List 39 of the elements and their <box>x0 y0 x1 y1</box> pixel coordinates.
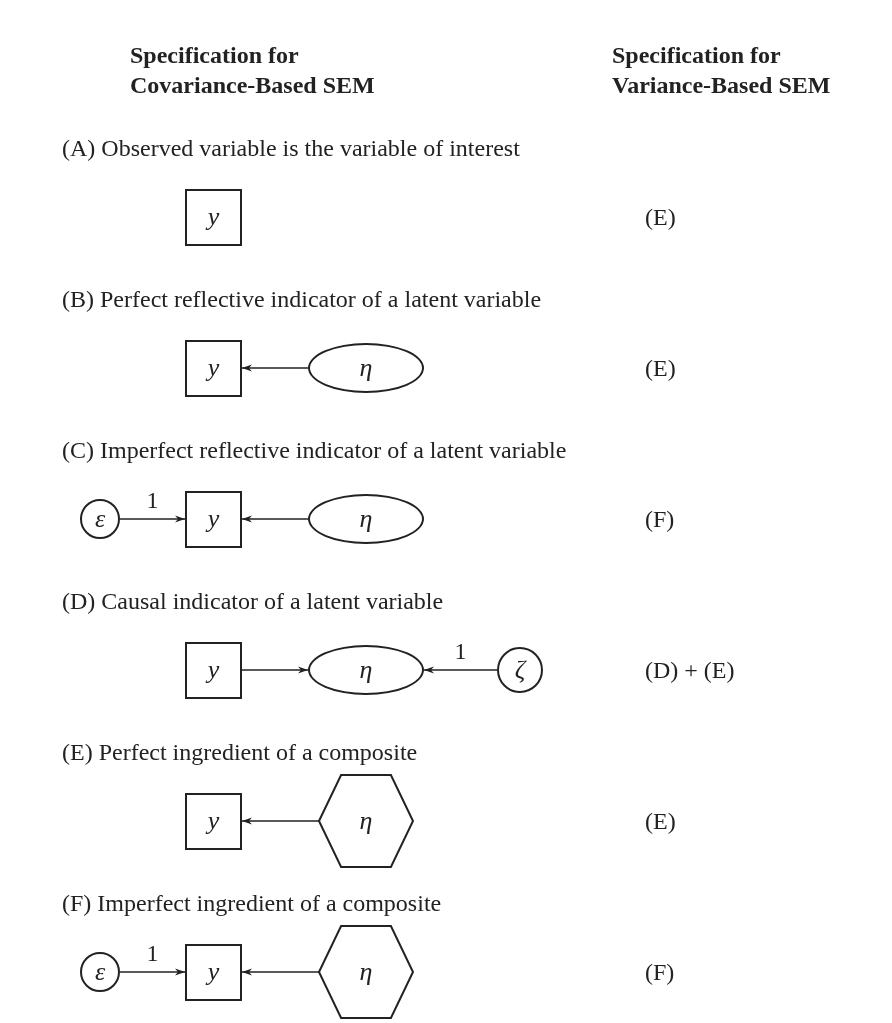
latent-variable-ellipse: η <box>308 343 424 393</box>
case-description: (F) Imperfect ingredient of a composite <box>62 889 442 918</box>
case-description: (B) Perfect reflective indicator of a latent variable <box>62 285 542 314</box>
error-term-circle: ε <box>80 499 120 539</box>
latent-variable-ellipse: η <box>308 494 424 544</box>
arrow <box>241 666 309 674</box>
case-description: (D) Causal indicator of a latent variable <box>62 587 444 616</box>
equivalent-case-label: (E) <box>645 354 676 383</box>
observed-variable-box: y <box>185 943 242 1001</box>
observed-variable-box: y <box>185 490 242 548</box>
column-heading: Specification for Covariance-Based SEM <box>130 41 376 100</box>
equivalent-case-label: (F) <box>645 958 675 987</box>
arrow <box>241 817 320 825</box>
observed-variable-box: y <box>185 641 242 699</box>
arrow <box>241 968 320 976</box>
equivalent-case-label: (E) <box>645 807 676 836</box>
latent-variable-ellipse: η <box>308 645 424 695</box>
observed-variable-box: y <box>185 339 242 397</box>
error-term-circle: ε <box>80 952 120 992</box>
path-coefficient-label: 1 <box>454 638 467 664</box>
arrow <box>119 968 186 976</box>
error-term-circle: ζ <box>497 647 543 693</box>
case-description: (C) Imperfect reflective indicator of a latent variable <box>62 436 567 465</box>
arrow <box>241 515 309 523</box>
composite-hexagon: η <box>319 774 413 868</box>
composite-hexagon: η <box>319 925 413 1019</box>
equivalent-case-label: (F) <box>645 505 675 534</box>
arrow <box>119 515 186 523</box>
column-heading: Specification for Variance-Based SEM <box>612 41 832 100</box>
arrow <box>241 364 309 372</box>
path-coefficient-label: 1 <box>146 487 159 513</box>
equivalent-case-label: (E) <box>645 203 676 232</box>
observed-variable-box: y <box>185 188 242 246</box>
arrow <box>423 666 498 674</box>
equivalent-case-label: (D) + (E) <box>645 656 735 685</box>
observed-variable-box: y <box>185 792 242 850</box>
case-description: (A) Observed variable is the variable of interest <box>62 134 520 163</box>
case-description: (E) Perfect ingredient of a composite <box>62 738 418 767</box>
path-coefficient-label: 1 <box>146 940 159 966</box>
